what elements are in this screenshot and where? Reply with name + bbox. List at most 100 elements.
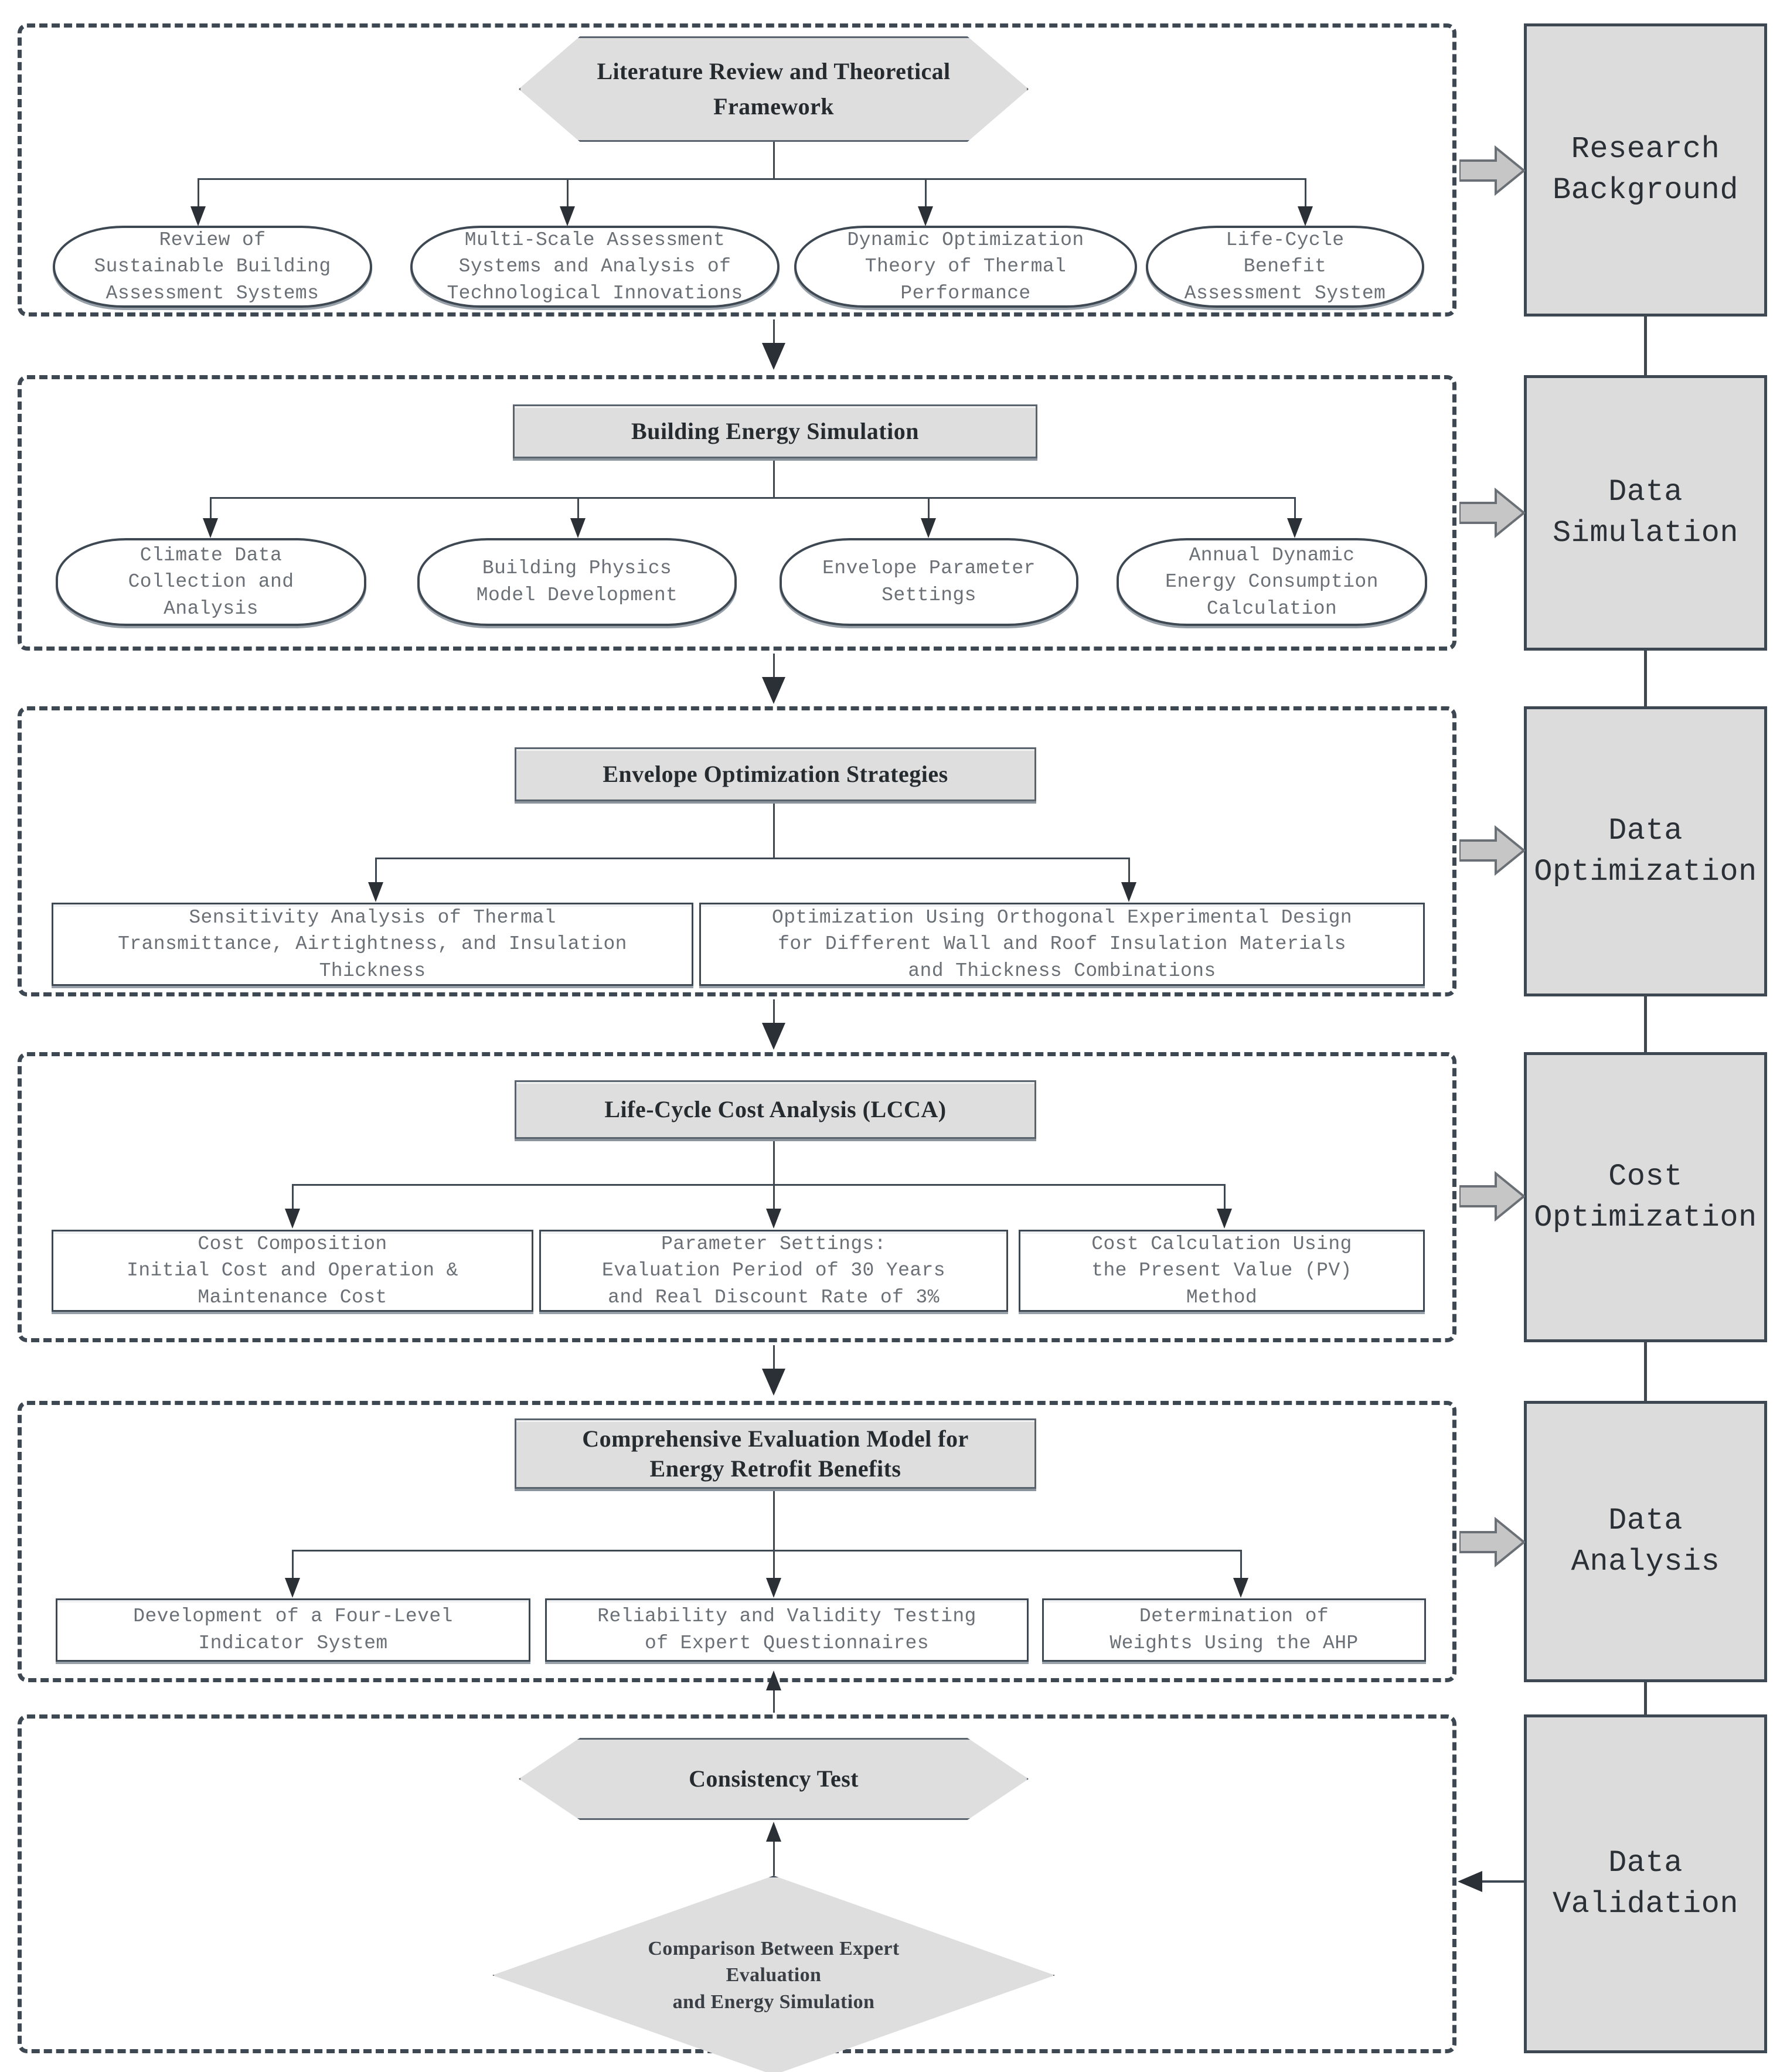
rail-box-data-optimization[interactable]: Data Optimization bbox=[1524, 706, 1767, 996]
stage-4-leaf-1-label: Cost Composition Initial Cost and Operat… bbox=[127, 1233, 458, 1308]
stage-2-drop-4 bbox=[1294, 497, 1296, 523]
stage-1-leaf-4-label: Life-Cycle Benefit Assessment System bbox=[1184, 229, 1386, 304]
stage-4-container bbox=[18, 1052, 1456, 1342]
stage-5-leaf-2[interactable]: Reliability and Validity Testing of Expe… bbox=[545, 1598, 1029, 1662]
rail-label-data-validation: Data Validation bbox=[1552, 1846, 1739, 1921]
stage-5-arrow-1 bbox=[285, 1578, 300, 1598]
rail-connector-5-6 bbox=[1644, 1682, 1647, 1714]
stage-3-arrow-1 bbox=[368, 882, 383, 902]
stage-5-leaf-1[interactable]: Development of a Four-Level Indicator Sy… bbox=[56, 1598, 530, 1662]
stage-3-leaf-2[interactable]: Optimization Using Orthogonal Experiment… bbox=[699, 903, 1425, 986]
stage-1-container bbox=[18, 23, 1456, 317]
stage-5-arrow-3 bbox=[1233, 1578, 1248, 1598]
stage-2-stem bbox=[773, 461, 775, 497]
stage-1-leaf-4[interactable]: Life-Cycle Benefit Assessment System bbox=[1146, 226, 1424, 308]
stage-1-arrow-1 bbox=[190, 206, 206, 226]
stage-2-drop-1 bbox=[210, 497, 212, 523]
stage-1-leaf-3-label: Dynamic Optimization Theory of Thermal P… bbox=[847, 229, 1084, 304]
stage-2-arrow-1 bbox=[203, 518, 218, 538]
stage-1-stem bbox=[773, 142, 775, 178]
stage-1-leaf-3[interactable]: Dynamic Optimization Theory of Thermal P… bbox=[794, 226, 1137, 308]
stage-2-leaf-4[interactable]: Annual Dynamic Energy Consumption Calcul… bbox=[1117, 538, 1427, 626]
stage-4-stem bbox=[773, 1141, 775, 1184]
stage-6-header-hexagon[interactable]: Consistency Test bbox=[519, 1738, 1029, 1820]
stage-5-bus bbox=[292, 1550, 1240, 1552]
stage-2-header[interactable]: Building Energy Simulation bbox=[513, 404, 1037, 458]
rail-box-research-background[interactable]: Research Background bbox=[1524, 23, 1767, 317]
stage-2-leaf-3[interactable]: Envelope Parameter Settings bbox=[780, 538, 1078, 626]
stage-2-drop-3 bbox=[928, 497, 930, 523]
rail-label-cost-optimization: Cost Optimization bbox=[1534, 1159, 1757, 1235]
stage-2-leaf-2[interactable]: Building Physics Model Development bbox=[417, 538, 737, 626]
rail-connector-2-3 bbox=[1644, 651, 1647, 706]
stage-4-drop-1 bbox=[292, 1184, 294, 1212]
stage-5-leaf-3[interactable]: Determination of Weights Using the AHP bbox=[1042, 1598, 1426, 1662]
stage-6-inner-arrow bbox=[766, 1822, 781, 1842]
stage-4-leaf-2[interactable]: Parameter Settings: Evaluation Period of… bbox=[539, 1230, 1008, 1312]
rail-box-data-analysis[interactable]: Data Analysis bbox=[1524, 1401, 1767, 1682]
stage-2-arrow-2 bbox=[570, 518, 586, 538]
rail-validation-feedback-arrow bbox=[1458, 1871, 1482, 1892]
stage-4-header-label: Life-Cycle Cost Analysis (LCCA) bbox=[604, 1096, 947, 1123]
stage-5-header-label: Comprehensive Evaluation Model for Energ… bbox=[582, 1425, 969, 1482]
stage-5-arrow-2 bbox=[766, 1578, 781, 1598]
stage-1-header-label: Literature Review and Theoretical Framew… bbox=[597, 58, 951, 120]
rail-label-data-analysis: Data Analysis bbox=[1571, 1503, 1720, 1579]
stage-5-leaf-2-label: Reliability and Validity Testing of Expe… bbox=[597, 1605, 976, 1654]
stage-1-drop-3 bbox=[925, 178, 927, 211]
stage-3-header[interactable]: Envelope Optimization Strategies bbox=[515, 747, 1036, 801]
stage-2-to-3-arrow bbox=[762, 677, 785, 704]
stage-1-leaf-1-label: Review of Sustainable Building Assessmen… bbox=[94, 229, 331, 304]
rail-box-data-simulation[interactable]: Data Simulation bbox=[1524, 375, 1767, 651]
stage-4-bus bbox=[292, 1184, 1224, 1186]
rail-validation-feedback-line bbox=[1482, 1880, 1526, 1883]
stage-3-drop-2 bbox=[1128, 858, 1130, 887]
stage-1-leaf-2-label: Multi-Scale Assessment Systems and Analy… bbox=[447, 229, 743, 304]
stage-5-header[interactable]: Comprehensive Evaluation Model for Energ… bbox=[515, 1418, 1036, 1489]
stage-1-leaf-1[interactable]: Review of Sustainable Building Assessmen… bbox=[53, 226, 372, 308]
stage-2-to-3-line bbox=[773, 654, 775, 682]
stage-1-bus bbox=[198, 178, 1305, 180]
stage-3-container bbox=[18, 706, 1456, 996]
stage-4-arrow-2 bbox=[766, 1209, 781, 1229]
rail-label-data-simulation: Data Simulation bbox=[1552, 475, 1739, 550]
stage-1-to-2-line bbox=[773, 319, 775, 349]
block-arrow-icon-research-background bbox=[1459, 145, 1525, 196]
stage-6-diamond-label: Comparison Between Expert Evaluation and… bbox=[648, 1938, 900, 2013]
stage-1-to-2-arrow bbox=[762, 343, 785, 370]
stage-5-drop-2 bbox=[773, 1550, 775, 1581]
stage-3-header-label: Envelope Optimization Strategies bbox=[603, 761, 948, 788]
stage-3-arrow-2 bbox=[1121, 882, 1136, 902]
stage-6-stem bbox=[773, 1840, 775, 1876]
stage-5-stem bbox=[773, 1491, 775, 1550]
rail-connector-4-5 bbox=[1644, 1342, 1647, 1401]
stage-4-to-5-line bbox=[773, 1345, 775, 1373]
block-arrow-icon-cost-optimization bbox=[1459, 1171, 1525, 1222]
stage-2-drop-2 bbox=[577, 497, 579, 523]
stage-3-leaf-1[interactable]: Sensitivity Analysis of Thermal Transmit… bbox=[52, 903, 693, 986]
stage-2-leaf-1[interactable]: Climate Data Collection and Analysis bbox=[56, 538, 366, 626]
stage-2-arrow-4 bbox=[1287, 518, 1302, 538]
rail-box-cost-optimization[interactable]: Cost Optimization bbox=[1524, 1052, 1767, 1342]
stage-4-header[interactable]: Life-Cycle Cost Analysis (LCCA) bbox=[515, 1080, 1036, 1139]
rail-label-research-background: Research Background bbox=[1552, 132, 1739, 207]
stage-4-leaf-1[interactable]: Cost Composition Initial Cost and Operat… bbox=[52, 1230, 533, 1312]
stage-4-leaf-3-label: Cost Calculation Using the Present Value… bbox=[1091, 1233, 1352, 1308]
stage-6-to-5-line bbox=[773, 1688, 775, 1713]
stage-5-container bbox=[18, 1401, 1456, 1682]
stage-5-leaf-1-label: Development of a Four-Level Indicator Sy… bbox=[133, 1605, 453, 1654]
stage-5-drop-1 bbox=[292, 1550, 294, 1581]
block-arrow-icon-data-analysis bbox=[1459, 1517, 1525, 1567]
stage-4-arrow-3 bbox=[1217, 1209, 1232, 1229]
stage-2-header-label: Building Energy Simulation bbox=[631, 418, 919, 445]
stage-1-arrow-2 bbox=[560, 206, 575, 226]
rail-box-data-validation[interactable]: Data Validation bbox=[1524, 1714, 1767, 2053]
stage-4-leaf-3[interactable]: Cost Calculation Using the Present Value… bbox=[1019, 1230, 1425, 1312]
stage-2-arrow-3 bbox=[921, 518, 936, 538]
stage-3-drop-1 bbox=[375, 858, 377, 887]
stage-3-stem bbox=[773, 804, 775, 858]
stage-1-header-hexagon[interactable]: Literature Review and Theoretical Framew… bbox=[519, 36, 1029, 142]
stage-1-drop-2 bbox=[567, 178, 569, 211]
stage-1-leaf-2[interactable]: Multi-Scale Assessment Systems and Analy… bbox=[410, 226, 780, 308]
